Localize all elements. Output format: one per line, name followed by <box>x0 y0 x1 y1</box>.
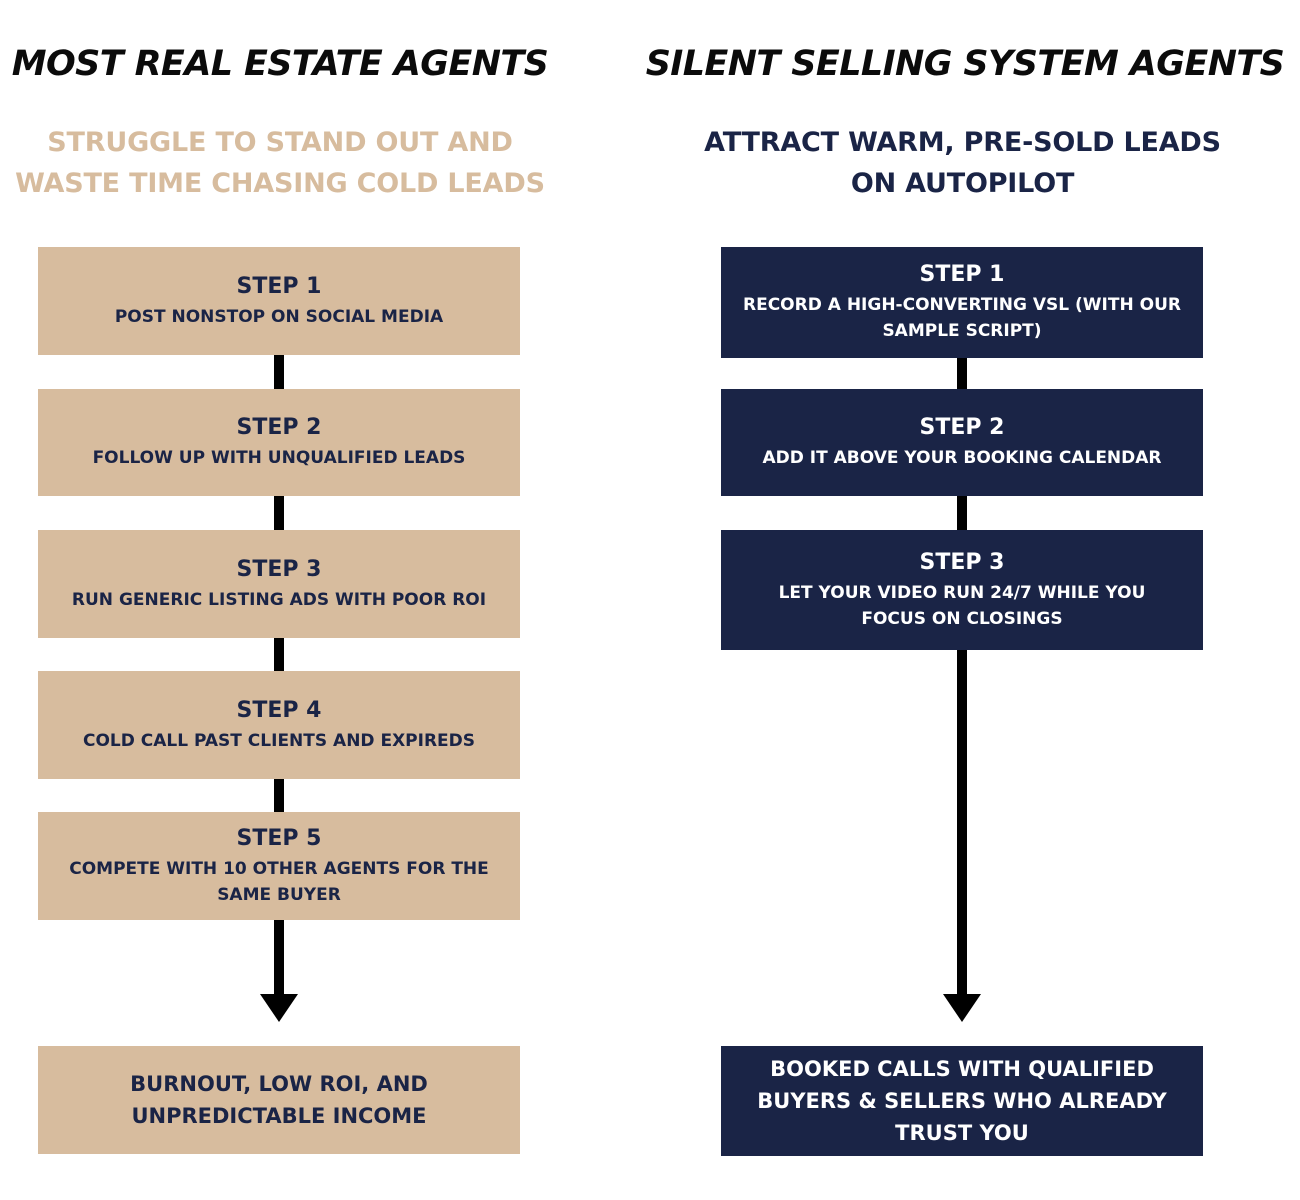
step-title: STEP 4 <box>236 697 322 723</box>
step-description: POST NONSTOP ON SOCIAL MEDIA <box>114 306 444 327</box>
left-column-title: MOST REAL ESTATE AGENTS <box>11 44 549 84</box>
outcome-text: BURNOUT, LOW ROI, AND UNPREDICTABLE INCO… <box>130 1072 428 1128</box>
left-arrow-head <box>260 994 298 1022</box>
right-outcome-box: BOOKED CALLS WITH QUALIFIED BUYERS & SEL… <box>721 1046 1203 1156</box>
left-step-2-box: STEP 2 FOLLOW UP WITH UNQUALIFIED LEADS <box>38 389 520 496</box>
step-description: RECORD A HIGH-CONVERTING VSL (WITH OUR S… <box>743 295 1181 341</box>
step-description: COMPETE WITH 10 OTHER AGENTS FOR THE SAM… <box>69 858 489 905</box>
step-title: STEP 3 <box>236 556 322 582</box>
step-description: LET YOUR VIDEO RUN 24/7 WHILE YOU FOCUS … <box>778 582 1146 629</box>
left-outcome-box: BURNOUT, LOW ROI, AND UNPREDICTABLE INCO… <box>38 1046 520 1154</box>
right-step-3-box: STEP 3 LET YOUR VIDEO RUN 24/7 WHILE YOU… <box>721 530 1203 650</box>
outcome-text: BOOKED CALLS WITH QUALIFIED BUYERS & SEL… <box>757 1057 1167 1145</box>
right-column-title: SILENT SELLING SYSTEM AGENTS <box>645 44 1285 84</box>
step-title: STEP 2 <box>919 415 1005 440</box>
right-connector-line <box>957 357 967 996</box>
right-arrow-head <box>943 994 981 1022</box>
left-step-4-box: STEP 4 COLD CALL PAST CLIENTS AND EXPIRE… <box>38 671 520 779</box>
left-column-subtitle: STRUGGLE TO STAND OUT AND WASTE TIME CHA… <box>15 127 545 199</box>
right-step-2-box: STEP 2 ADD IT ABOVE YOUR BOOKING CALENDA… <box>721 389 1203 496</box>
step-description: FOLLOW UP WITH UNQUALIFIED LEADS <box>92 448 466 468</box>
left-step-1-box: STEP 1 POST NONSTOP ON SOCIAL MEDIA <box>38 247 520 355</box>
step-title: STEP 1 <box>919 262 1005 287</box>
right-step-1-box: STEP 1 RECORD A HIGH-CONVERTING VSL (WIT… <box>721 247 1203 358</box>
step-title: STEP 1 <box>236 273 322 299</box>
step-title: STEP 5 <box>236 825 322 851</box>
step-description: RUN GENERIC LISTING ADS WITH POOR ROI <box>71 589 487 610</box>
right-column-subtitle: ATTRACT WARM, PRE-SOLD LEADS ON AUTOPILO… <box>704 127 1221 199</box>
left-step-5-box: STEP 5 COMPETE WITH 10 OTHER AGENTS FOR … <box>38 812 520 920</box>
step-title: STEP 3 <box>919 549 1005 575</box>
step-description: ADD IT ABOVE YOUR BOOKING CALENDAR <box>762 448 1162 468</box>
left-step-3-box: STEP 3 RUN GENERIC LISTING ADS WITH POOR… <box>38 530 520 638</box>
step-title: STEP 2 <box>236 415 322 440</box>
step-description: COLD CALL PAST CLIENTS AND EXPIREDS <box>82 730 476 751</box>
